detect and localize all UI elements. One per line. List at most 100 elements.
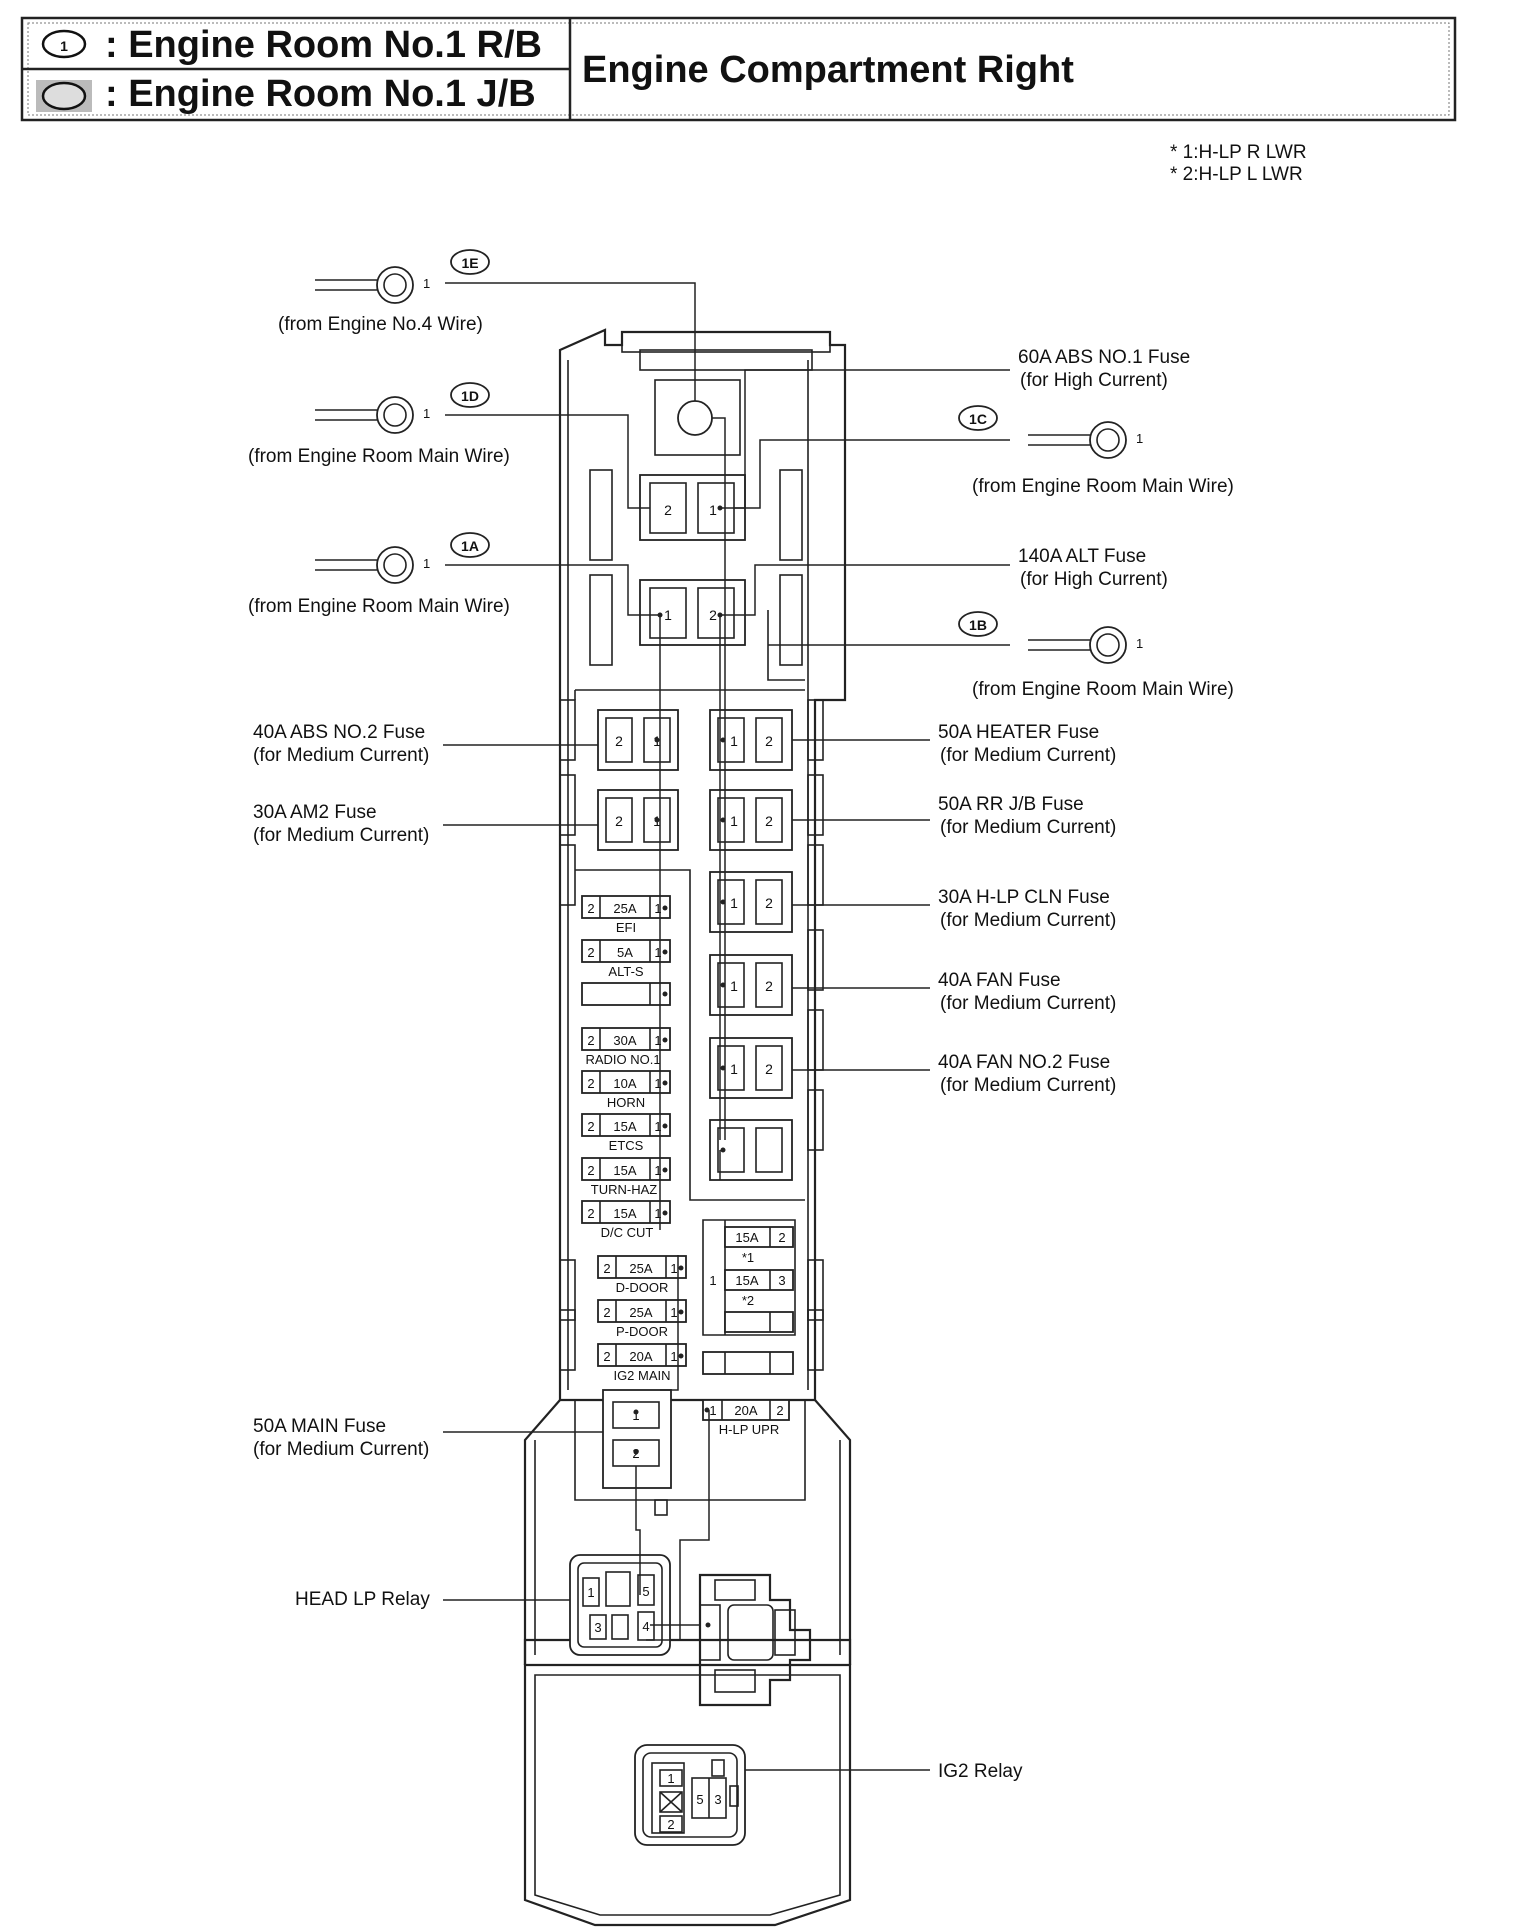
callout-am2: 30A AM2 Fuse (for Medium Current) [253, 802, 598, 846]
head-lp-relay: 1 5 3 4 [569, 1554, 671, 1656]
heater-note: (for Medium Current) [940, 745, 1116, 766]
mini-pin-1: 1 [670, 1261, 677, 1276]
headlp-name: HEAD LP Relay [295, 1589, 430, 1610]
heater-pin-1: 1 [730, 733, 738, 749]
mini-pin-1: 1 [654, 945, 661, 960]
mini-fuse-amp: 25A [629, 1305, 652, 1320]
relay-pin-1: 1 [587, 1585, 594, 1600]
ig2-pin-3: 3 [714, 1792, 721, 1807]
main-name: 50A MAIN Fuse [253, 1416, 386, 1437]
am2-fuse: 2 1 [597, 789, 679, 851]
mini-fuse-amp: 30A [613, 1033, 636, 1048]
mini-pin-2: 2 [603, 1305, 610, 1320]
ig2-pin-1: 1 [667, 1771, 674, 1786]
mini-fuse-amp: 25A [629, 1261, 652, 1276]
abs-no1-fuse-block: 2 1 [589, 469, 803, 561]
connector-1E-source: (from Engine No.4 Wire) [278, 314, 483, 335]
ig2-name: IG2 Relay [938, 1761, 1023, 1782]
mini-pin-1: 1 [670, 1349, 677, 1364]
lwr-amp-1: 15A [735, 1230, 758, 1245]
alt-fuse-block: 1 2 [589, 574, 805, 681]
main-note: (for Medium Current) [253, 1439, 429, 1460]
mini-fuse-spare [581, 982, 671, 1006]
mini-pin-1: 1 [654, 1033, 661, 1048]
lwr-amp-2: 15A [735, 1273, 758, 1288]
mini-pin-2: 2 [587, 1119, 594, 1134]
legend-junction-block: : Engine Room No.1 J/B [36, 73, 536, 115]
mini-fuse-name: RADIO NO.1 [585, 1052, 660, 1067]
mini-fuse-name: D-DOOR [616, 1280, 669, 1295]
main-pin-1: 1 [632, 1408, 639, 1423]
callout-ig2-relay: IG2 Relay [745, 1761, 1023, 1782]
mini-fuse: 2 15A 1 TURN-HAZ [581, 1157, 671, 1197]
callout-alt: 140A ALT Fuse (for High Current) [1018, 546, 1168, 590]
hlpupr-pin-1: 1 [709, 1403, 716, 1418]
abs2-pin-2: 2 [615, 733, 623, 749]
fan-pin-2: 2 [765, 978, 773, 994]
hlpcln-pin-2: 2 [765, 895, 773, 911]
connector-1C: 1C 1 (from Engine Room Main Wire) [958, 405, 1234, 497]
am2-pin-2: 2 [615, 813, 623, 829]
fan2-name: 40A FAN NO.2 Fuse [938, 1052, 1110, 1073]
lwr-note-1: *1 [742, 1250, 754, 1265]
hlpcln-note: (for Medium Current) [940, 910, 1116, 931]
abs1-pin-1: 1 [709, 502, 717, 518]
alt-note: (for High Current) [1020, 569, 1168, 590]
mini-fuse-amp: 15A [613, 1206, 636, 1221]
mini-fuse: 2 15A 1 D/C CUT [581, 1200, 671, 1240]
ig2-pin-2: 2 [667, 1817, 674, 1832]
mini-fuse-name: IG2 MAIN [613, 1368, 670, 1383]
mini-pin-2: 2 [587, 945, 594, 960]
connector-1D-source: (from Engine Room Main Wire) [248, 446, 510, 467]
mini-fuse: 2 10A 1 HORN [581, 1070, 671, 1110]
mini-fuse: 2 15A 1 ETCS [581, 1113, 671, 1153]
abs-no2-fuse: 2 1 [597, 709, 679, 771]
fan-pin-1: 1 [730, 978, 738, 994]
callout-rrjb: 50A RR J/B Fuse (for Medium Current) [792, 794, 1116, 838]
heater-name: 50A HEATER Fuse [938, 722, 1099, 743]
connector-1A: 1 1A (from Engine Room Main Wire) [248, 532, 510, 617]
mini-pin-2: 2 [587, 1033, 594, 1048]
mini-fuse-amp: 15A [613, 1163, 636, 1178]
rrjb-note: (for Medium Current) [940, 817, 1116, 838]
am2-name: 30A AM2 Fuse [253, 802, 377, 823]
mini-fuse-name: D/C CUT [601, 1225, 654, 1240]
heater-pin-2: 2 [765, 733, 773, 749]
footnote-1: * 1:H-LP R LWR [1170, 142, 1307, 163]
legend-2-text: : Engine Room No.1 J/B [105, 73, 536, 115]
connector-1A-pin: 1 [423, 556, 430, 571]
alt-pin-2: 2 [709, 607, 717, 623]
fan-name: 40A FAN Fuse [938, 970, 1061, 991]
mini-fuse-amp: 25A [613, 901, 636, 916]
connector-1C-pin: 1 [1136, 431, 1143, 446]
hlpupr-name: H-LP UPR [719, 1422, 779, 1437]
mini-fuse-name: P-DOOR [616, 1324, 668, 1339]
mini-fuse-name: ETCS [609, 1138, 644, 1153]
connector-1E: 1 1E (from Engine No.4 Wire) [278, 249, 490, 335]
mini-pin-2: 2 [587, 1206, 594, 1221]
hlpupr-amp: 20A [734, 1403, 757, 1418]
mini-pin-2: 2 [603, 1261, 610, 1276]
mini-pin-1: 1 [654, 1163, 661, 1178]
connector-1C-code: 1C [969, 411, 987, 427]
callout-abs-no2: 40A ABS NO.2 Fuse (for Medium Current) [253, 722, 598, 766]
legend-relay-block: 1 : Engine Room No.1 R/B [41, 24, 542, 66]
relay-pin-4: 4 [642, 1619, 649, 1634]
abs2-note: (for Medium Current) [253, 745, 429, 766]
hlpupr-pin-2: 2 [776, 1403, 783, 1418]
connector-1D: 1 1D (from Engine Room Main Wire) [248, 382, 510, 467]
hlp-upr-fuse: 1 20A 2 H-LP UPR [702, 1399, 790, 1437]
mini-fuse-name: HORN [607, 1095, 645, 1110]
lwr-note-2: *2 [742, 1293, 754, 1308]
mini-fuse-name: ALT-S [608, 964, 643, 979]
connector-1D-code: 1D [461, 388, 479, 404]
connector-1B-source: (from Engine Room Main Wire) [972, 679, 1234, 700]
mini-fuse-name: EFI [616, 920, 636, 935]
hlpcln-name: 30A H-LP CLN Fuse [938, 887, 1110, 908]
hlpcln-pin-1: 1 [730, 895, 738, 911]
relay-connector-socket [698, 1573, 812, 1707]
rrjb-fuse: 1 2 [709, 789, 793, 851]
mini-fuse-amp: 10A [613, 1076, 636, 1091]
connector-1A-source: (from Engine Room Main Wire) [248, 596, 510, 617]
